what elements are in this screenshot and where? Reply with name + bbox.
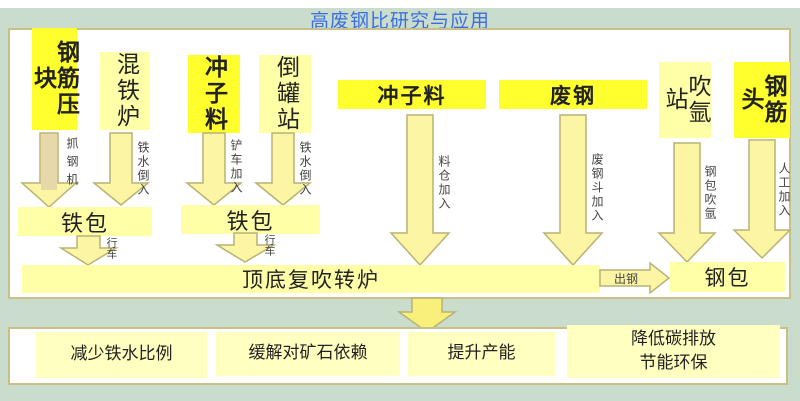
arrow-ladle-argon: 钢包吹氩 (657, 142, 717, 264)
outcome-line: 节能环保 (639, 352, 708, 373)
outcome-line: 降低碳排放 (631, 328, 716, 349)
source-pour-station: 倒罐站 (259, 55, 311, 133)
arrow-label: 行车 (105, 237, 118, 259)
source-punch-right: 冲子料 (338, 80, 486, 109)
source-rebar-block: 钢筋压块 (30, 28, 80, 130)
source-argon-station: 吹氩站 (659, 62, 711, 138)
iron-ladle-left: 铁包 (18, 207, 152, 237)
arrow-label: 出钢 (614, 272, 639, 286)
arrow-bin: 料仓加入 (389, 114, 451, 267)
converter: 顶底复吹转炉 (22, 265, 600, 293)
arrow-manual: 人工加入 (732, 139, 792, 260)
arrow-crane-2: 行车 (214, 232, 277, 263)
arrow-crane-1: 行车 (58, 235, 119, 266)
arrow-label: 铁水倒入 (136, 141, 150, 197)
arrow-to-outcomes (396, 297, 458, 333)
arrow-label: 废钢斗加入 (590, 153, 604, 223)
arrow-label: 铲车加入 (229, 139, 243, 195)
source-mixer: 混铁炉 (100, 52, 150, 130)
diagram-title: 高废钢比研究与应用 (309, 10, 490, 32)
arrow-label: 行车 (263, 234, 276, 256)
arrow-label: 抓钢机 (65, 137, 79, 191)
arrow-loader: 铲车加入 (184, 132, 244, 206)
arrow-tapping: 出钢 (599, 261, 671, 295)
steel-ladle: 钢包 (670, 262, 785, 292)
arrow-label: 人工加入 (777, 162, 791, 218)
arrow-hot-metal-2: 铁水倒入 (253, 132, 313, 206)
arrow-label: 铁水倒入 (298, 141, 312, 197)
outcome-ease-ore-dependence: 缓解对矿石依赖 (216, 332, 400, 376)
arrow-label: 料仓加入 (437, 155, 451, 211)
arrow-grab-crane: 抓钢机 (20, 132, 79, 209)
source-scrap: 废钢 (499, 80, 647, 109)
iron-ladle-mid: 铁包 (181, 205, 320, 235)
outcome-reduce-hot-metal: 减少铁水比例 (36, 332, 207, 378)
outcome-increase-capacity: 提升产能 (408, 332, 555, 376)
arrow-label: 钢包吹氩 (703, 165, 717, 221)
source-punch-left: 冲子料 (188, 55, 240, 133)
outcome-low-carbon: 降低碳排放 节能环保 (567, 325, 780, 378)
source-rebar-head: 钢筋头 (734, 62, 790, 138)
arrow-hot-metal-1: 铁水倒入 (91, 132, 151, 206)
arrow-scrap-bucket: 废钢斗加入 (542, 114, 604, 267)
